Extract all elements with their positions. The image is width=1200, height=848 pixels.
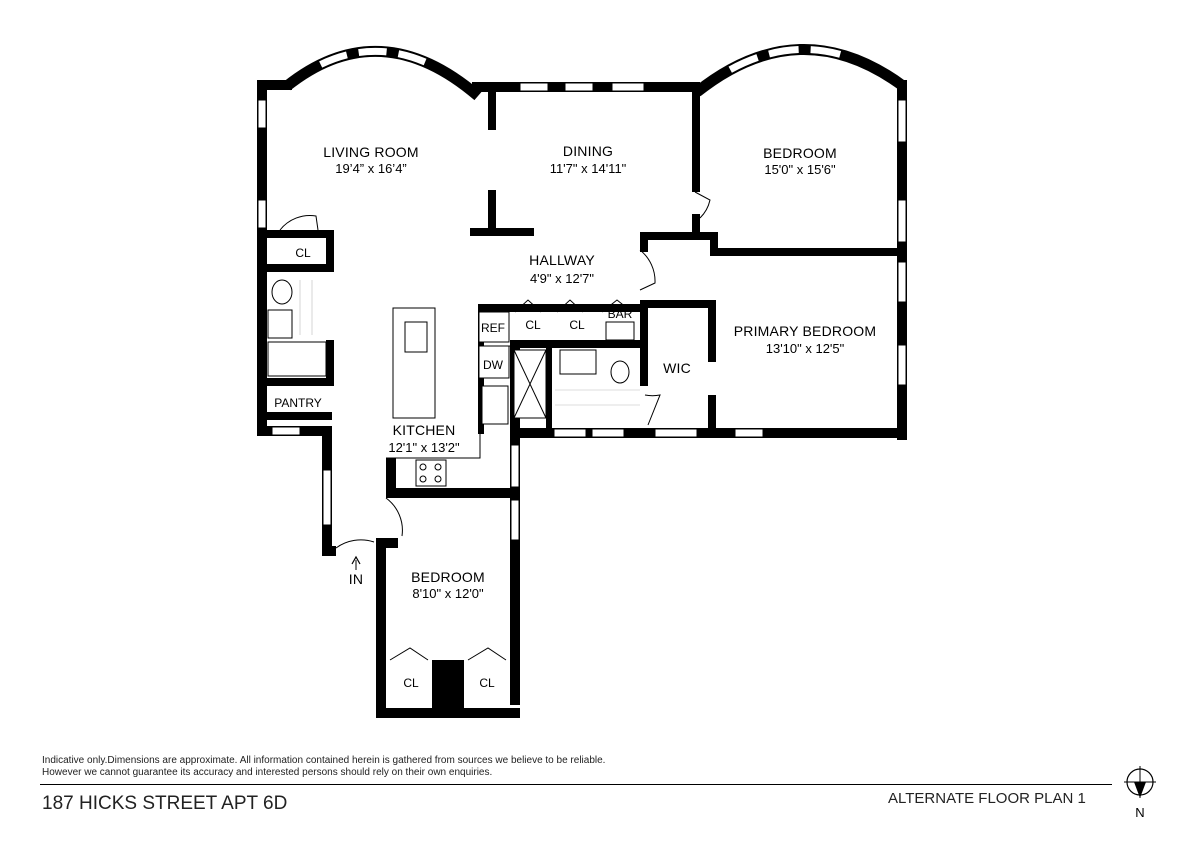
primary-bedroom-name: PRIMARY BEDROOM	[734, 323, 877, 339]
hallway-dims: 4'9" x 12'7"	[530, 271, 594, 286]
footer-divider	[40, 784, 1112, 785]
west-bath-sink	[267, 309, 293, 339]
closet-label-living: CL	[295, 246, 311, 260]
disclaimer-line-1: Indicative only.Dimensions are approxima…	[42, 755, 606, 766]
dw-label: DW	[483, 358, 504, 372]
disclaimer: Indicative only.Dimensions are approxima…	[42, 755, 742, 779]
island-sink	[404, 321, 428, 353]
bedroom-ne-name: BEDROOM	[763, 145, 837, 161]
bay-window-bedroom	[693, 44, 907, 97]
bedroom-s-name: BEDROOM	[411, 569, 485, 585]
entry-label: IN	[349, 571, 363, 587]
hallway-name: HALLWAY	[529, 252, 595, 268]
primary-bath-sink	[559, 349, 597, 375]
primary-bedroom-dims: 13'10" x 12'5"	[766, 341, 845, 356]
bedroom-s-dims: 8'10" x 12'0"	[412, 586, 484, 601]
interior-walls	[266, 90, 907, 710]
refrigerator	[478, 311, 510, 343]
closet-label-bedroom-1: CL	[403, 676, 419, 690]
property-address: 187 HICKS STREET APT 6D	[42, 793, 288, 814]
closet-label-hall-2: CL	[569, 318, 585, 332]
west-bath-toilet	[271, 279, 293, 305]
living-room-name: LIVING ROOM	[323, 144, 419, 160]
ref-label: REF	[481, 321, 505, 335]
pantry-label: PANTRY	[274, 396, 322, 410]
entry-marker: IN	[349, 555, 363, 587]
primary-bath-toilet	[610, 360, 630, 384]
north-arrow-icon: N	[1124, 766, 1156, 820]
living-room-dims: 19’4” x 16’4”	[335, 161, 407, 176]
plan-title: ALTERNATE FLOOR PLAN 1	[888, 790, 1086, 807]
room-labels: LIVING ROOM 19’4” x 16’4” DINING 11'7" x…	[274, 143, 876, 690]
fixtures	[267, 279, 640, 487]
bar-label: BAR	[608, 307, 633, 321]
bathtub	[267, 341, 327, 377]
stove	[415, 459, 447, 487]
closet-label-hall-1: CL	[525, 318, 541, 332]
north-label: N	[1135, 805, 1144, 820]
closet-label-bedroom-2: CL	[479, 676, 495, 690]
bay-window-living	[283, 45, 482, 101]
bedroom-ne-dims: 15'0" x 15'6"	[764, 162, 836, 177]
disclaimer-line-2: However we cannot guarantee its accuracy…	[42, 767, 493, 778]
kitchen-sink	[481, 385, 509, 425]
wic-label: WIC	[663, 360, 691, 376]
dining-name: DINING	[563, 143, 613, 159]
bar-sink	[605, 321, 635, 341]
dining-dims: 11'7" x 14'11"	[550, 161, 627, 176]
windows	[257, 82, 907, 541]
doors	[279, 191, 711, 661]
kitchen-dims: 12'1" x 13'2"	[388, 440, 460, 455]
kitchen-name: KITCHEN	[393, 422, 456, 438]
dishwasher	[478, 345, 510, 379]
